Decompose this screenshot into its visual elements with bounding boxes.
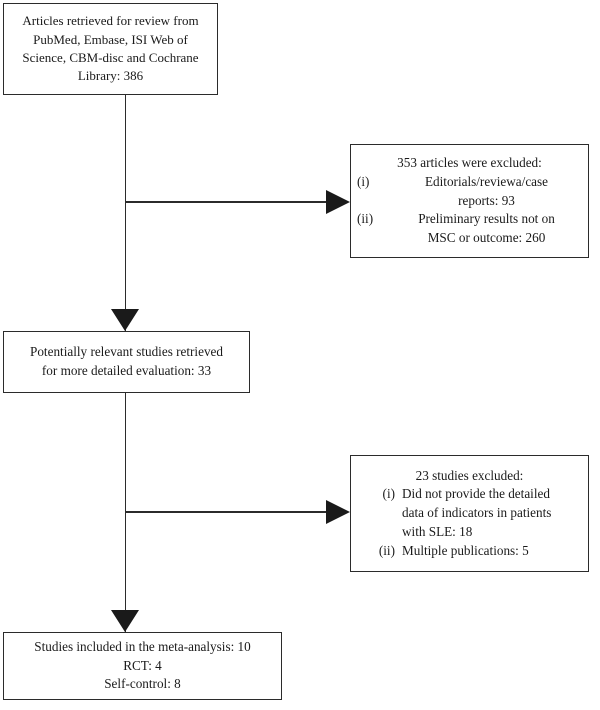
- list-text: Editorials/reviewa/case reports: 93: [391, 173, 582, 210]
- arrowhead-right-to-excluded-1: [326, 190, 350, 214]
- list-text-line: Multiple publications: 5: [402, 542, 529, 558]
- list-text-line: Preliminary results not on: [418, 211, 555, 227]
- box-potentially-relevant-line-1: Potentially relevant studies retrieved: [30, 344, 223, 360]
- list-item: (i) Did not provide the detailed data of…: [357, 485, 582, 541]
- box-articles-retrieved-line-4: Library: 386: [77, 68, 144, 84]
- box-articles-retrieved-line-1: Articles retrieved for review from: [22, 13, 199, 29]
- list-item: (i) Editorials/reviewa/case reports: 93: [357, 173, 582, 210]
- box-studies-included-line-3: Self-control: 8: [104, 676, 181, 692]
- list-text-line: with SLE: 18: [402, 523, 473, 539]
- list-item: (ii) Preliminary results not on MSC or o…: [357, 210, 582, 247]
- list-marker: (i): [382, 486, 395, 502]
- list-marker: (ii): [378, 542, 395, 558]
- list-text: Multiple publications: 5: [402, 542, 582, 561]
- arrowhead-right-to-excluded-2: [326, 500, 350, 524]
- box-excluded-353: 353 articles were excluded: (i) Editoria…: [350, 144, 589, 258]
- list-text-line: Editorials/reviewa/case: [424, 173, 549, 189]
- box-studies-included: Studies included in the meta-analysis: 1…: [3, 632, 282, 700]
- list-text: Did not provide the detailed data of ind…: [402, 485, 582, 541]
- connector-source-to-potential: [124, 95, 127, 331]
- box-potentially-relevant: Potentially relevant studies retrieved f…: [3, 331, 250, 393]
- box-excluded-23-heading: 23 studies excluded:: [415, 467, 524, 483]
- box-articles-retrieved-line-2: PubMed, Embase, ISI Web of: [33, 31, 188, 47]
- arrowhead-down-to-included: [111, 610, 139, 632]
- connector-potential-to-excluded-2: [125, 511, 328, 513]
- box-studies-included-line-1: Studies included in the meta-analysis: 1…: [34, 638, 251, 654]
- box-excluded-353-list: (i) Editorials/reviewa/case reports: 93 …: [357, 173, 582, 248]
- list-item: (ii) Multiple publications: 5: [357, 542, 582, 561]
- arrowhead-down-to-potential: [111, 309, 139, 331]
- box-articles-retrieved-line-3: Science, CBM-disc and Cochrane: [22, 50, 199, 65]
- list-text-line: MSC or outcome: 260: [427, 230, 546, 246]
- box-studies-included-line-2: RCT: 4: [123, 657, 162, 673]
- box-excluded-353-heading: 353 articles were excluded:: [397, 155, 542, 171]
- list-marker: (i): [357, 173, 370, 189]
- connector-source-to-excluded-1: [125, 201, 328, 203]
- box-potentially-relevant-line-2: for more detailed evaluation: 33: [41, 363, 212, 378]
- list-text-line: Did not provide the detailed: [402, 486, 550, 502]
- list-marker: (ii): [357, 211, 374, 227]
- box-articles-retrieved: Articles retrieved for review from PubMe…: [3, 3, 218, 95]
- list-text-line: data of indicators in patients: [402, 505, 552, 521]
- box-excluded-23: 23 studies excluded: (i) Did not provide…: [350, 455, 589, 572]
- box-excluded-23-list: (i) Did not provide the detailed data of…: [357, 485, 582, 560]
- list-text-line: reports: 93: [458, 192, 515, 208]
- list-text: Preliminary results not on MSC or outcom…: [391, 210, 582, 247]
